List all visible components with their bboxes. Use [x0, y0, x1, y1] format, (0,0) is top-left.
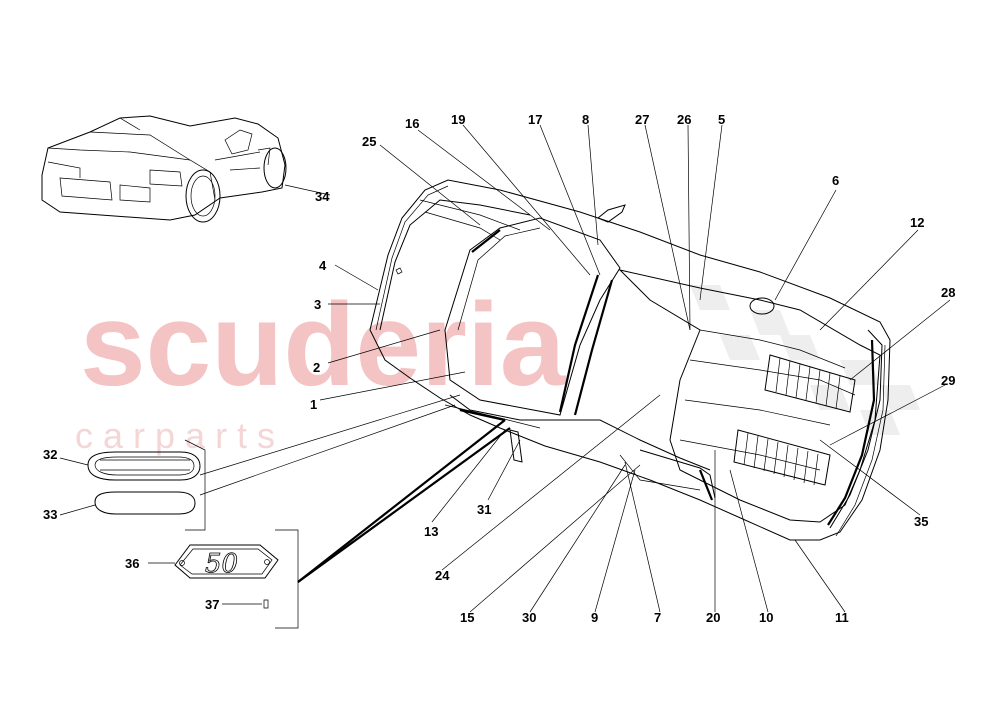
callout-28: 28: [941, 285, 955, 300]
engine-vent-lower: [733, 429, 831, 486]
leader-lines: [59, 124, 951, 613]
callout-10: 10: [759, 610, 773, 625]
callout-31: 31: [477, 502, 491, 517]
callout-24: 24: [435, 568, 450, 583]
callout-29: 29: [941, 373, 955, 388]
callout-6: 6: [832, 173, 839, 188]
callout-35: 35: [914, 514, 928, 529]
callout-3: 3: [314, 297, 321, 312]
callout-32: 32: [43, 447, 57, 462]
callout-26: 26: [677, 112, 691, 127]
callout-36: 36: [125, 556, 139, 571]
badge-text: 50: [205, 549, 238, 579]
callout-33: 33: [43, 507, 57, 522]
callout-2: 2: [313, 360, 320, 375]
callout-7: 7: [654, 610, 661, 625]
callout-19: 19: [451, 112, 465, 127]
callout-37: 37: [205, 597, 219, 612]
callout-5: 5: [718, 112, 725, 127]
callout-1: 1: [310, 397, 317, 412]
main-car-top-view: [369, 179, 891, 541]
convertible-car-view: [41, 115, 287, 223]
callout-20: 20: [706, 610, 720, 625]
callout-13: 13: [424, 524, 438, 539]
callout-8: 8: [582, 112, 589, 127]
callout-11: 11: [835, 610, 849, 625]
callout-25: 25: [362, 134, 376, 149]
group-bracket-32-33: [184, 439, 206, 531]
badge-emblem: 50: [174, 544, 279, 609]
callout-30: 30: [522, 610, 536, 625]
side-marker-lamp: [87, 451, 201, 481]
engine-vent-upper: [764, 354, 856, 413]
callout-4: 4: [319, 258, 327, 273]
fuel-cap: [749, 297, 775, 315]
watermark-brand: scuderia: [80, 279, 567, 411]
watermark: scuderia c a r p a r t s: [75, 279, 920, 456]
watermark-sub: c a r p a r t s: [75, 415, 275, 456]
callout-9: 9: [591, 610, 598, 625]
callout-17: 17: [528, 112, 542, 127]
side-marker-gasket: [94, 491, 196, 515]
callout-12: 12: [910, 215, 924, 230]
callout-27: 27: [635, 112, 649, 127]
group-bracket-36-37: [275, 529, 299, 629]
callout-34: 34: [315, 189, 330, 204]
callout-15: 15: [460, 610, 474, 625]
callout-16: 16: [405, 116, 419, 131]
callout-labels: 1 2 3 4 5 6 7 8 9 10 11 12 13 15 16 17 1…: [43, 112, 955, 625]
